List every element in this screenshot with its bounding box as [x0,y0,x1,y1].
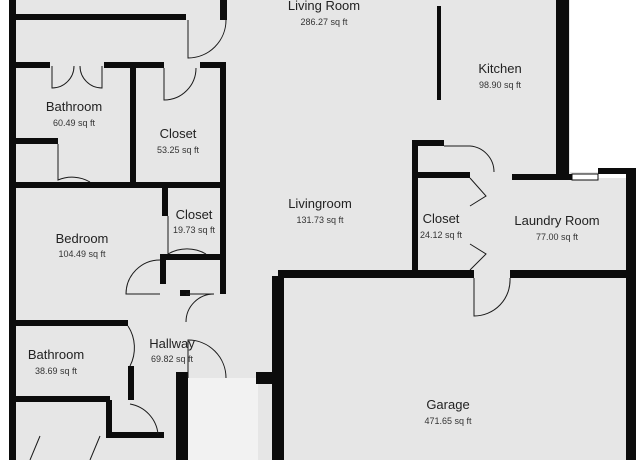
mid-closet-east-door-lower [469,243,487,271]
doors [29,19,511,460]
hall-pillar [180,290,190,296]
closet-mid-area: 24.12 sq ft [420,230,463,240]
laundry-west-wall [512,174,518,180]
closet-small-name: Closet [176,207,213,222]
bathroom-lower-name: Bathroom [28,347,84,362]
closet-door-upper [163,67,197,101]
bathroom-lower-area: 38.69 sq ft [35,366,78,376]
bathroom-double-door-right [79,65,103,89]
room-labels: Living Room 286.27 sq ft Kitchen 98.90 s… [28,0,600,426]
garage-north-wall-east [510,270,630,278]
lower-bathroom-east-wall [128,366,134,400]
garage-door [473,277,511,317]
laundry-north-wall [512,174,572,180]
closet-east-wall [220,62,226,294]
living-room-south-stub [16,14,186,20]
garage-west-wall [272,276,284,460]
upper-rooms-north-wall [16,62,50,68]
bathroom-double-door-left [51,65,75,89]
small-closet-west-wall [162,186,168,216]
hall-closet-wall [160,254,166,284]
mid-closet-north-wall [412,140,444,146]
small-closet-door [167,216,207,255]
mid-closet-south-wall [414,172,470,178]
bathroom-inner-door [57,144,91,183]
lower-bathroom-south-wall [16,396,110,402]
living-room-name: Living Room [288,0,360,13]
hall-closet-door [185,293,215,323]
east-upper-wall [556,0,569,178]
bathroom-upper-area: 60.49 sq ft [53,118,96,128]
floor-areas [12,0,630,460]
kitchen-partition [437,6,441,100]
livingroom-area: 131.73 sq ft [296,215,344,225]
garage-name: Garage [426,397,469,412]
bathroom-closet-divider [130,62,136,186]
hallway-door [127,325,135,367]
entry-porch [186,378,258,460]
main-floor [12,0,630,460]
bedroom-name: Bedroom [56,231,109,246]
lower-closet-south-wall [106,432,164,438]
lower-closet-divider [106,400,112,436]
closet-upper-area: 53.25 sq ft [157,145,200,155]
kitchen-area: 98.90 sq ft [479,80,522,90]
hallway-area: 69.82 sq ft [151,354,194,364]
laundry-window [571,173,599,181]
living-room-area: 286.27 sq ft [300,17,348,27]
lower-left-double-door [29,435,101,460]
mid-closet-west-wall [412,140,418,274]
garage-area: 471.65 sq ft [424,416,472,426]
bedroom-area: 104.49 sq ft [58,249,106,259]
upper-rooms-south-wall [16,182,224,188]
living-room-west-wall [220,0,227,20]
small-closet-south-wall [162,254,224,260]
walls [9,0,636,460]
closet-upper-name: Closet [160,126,197,141]
entry-west-wall [176,372,188,460]
east-lower-wall [626,168,636,460]
kitchen-name: Kitchen [478,61,521,76]
bedroom-door [125,259,161,295]
entry-door [187,339,227,379]
garage-north-wall [278,270,474,278]
living-room-door [187,19,227,59]
laundry-north-wall-east [598,168,636,174]
bathroom-inner-wall [16,138,58,144]
livingroom-name: Livingroom [288,196,352,211]
west-wall [9,0,16,460]
closet-mid-name: Closet [423,211,460,226]
mid-closet-north-door [444,145,495,173]
upper-rooms-north-wall-east [200,62,226,68]
hallway-name: Hallway [149,336,195,351]
bathroom-upper-name: Bathroom [46,99,102,114]
laundry-room-area: 77.00 sq ft [536,232,579,242]
bedroom-south-wall [16,320,128,326]
closet-small-area: 19.73 sq ft [173,225,216,235]
lower-closet-door [129,403,159,435]
laundry-room-name: Laundry Room [514,213,599,228]
mid-closet-east-door-upper [469,177,487,207]
